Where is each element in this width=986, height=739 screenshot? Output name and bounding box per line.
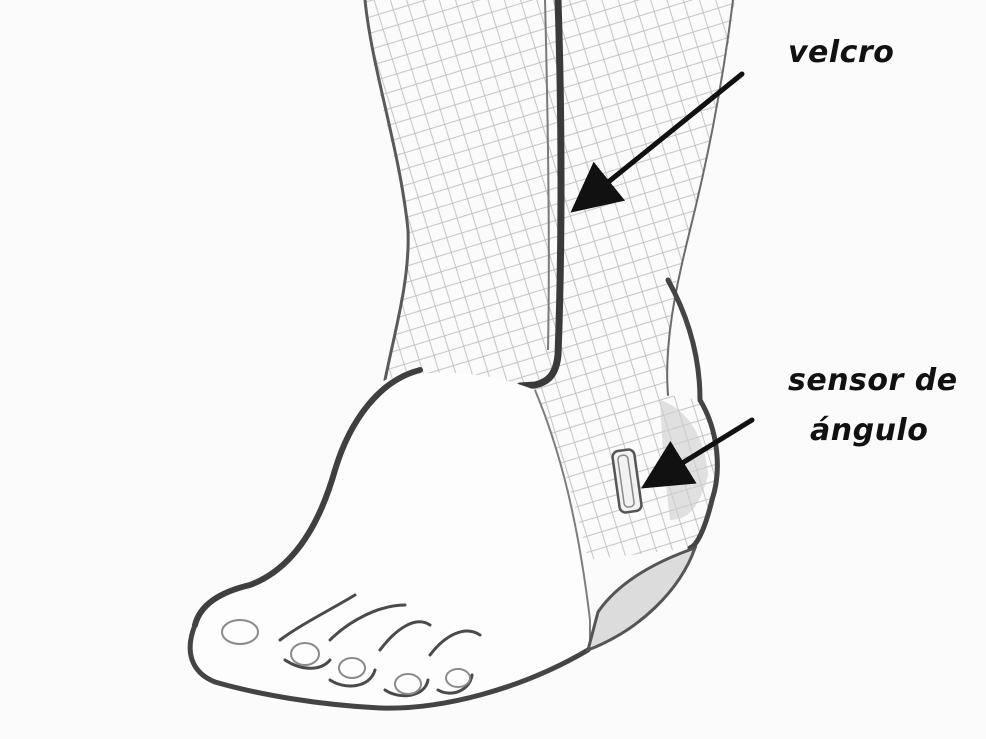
toenails: [221, 619, 471, 695]
sensor-label-line2: ángulo: [810, 413, 929, 448]
leg-left-outline: [363, 0, 410, 382]
heel-strap: [585, 545, 698, 653]
leg-sleeve: [365, 0, 735, 560]
velcro-label: velcro: [788, 35, 895, 70]
angle-sensor: [611, 448, 643, 514]
foot-side-line: [534, 389, 591, 650]
foot-top-outline: [192, 367, 423, 628]
foot: [189, 372, 591, 707]
foot-sole-outline: [187, 622, 591, 711]
toes: [278, 593, 482, 698]
leg-right-outline: [666, 0, 734, 396]
velcro-strap: [516, 0, 565, 390]
sensor-arrow: [640, 417, 755, 489]
heel-outline: [665, 277, 720, 551]
velcro-strap-edge: [544, 0, 550, 351]
velcro-arrow: [570, 71, 745, 213]
sensor-label-line1: sensor de: [788, 363, 958, 398]
